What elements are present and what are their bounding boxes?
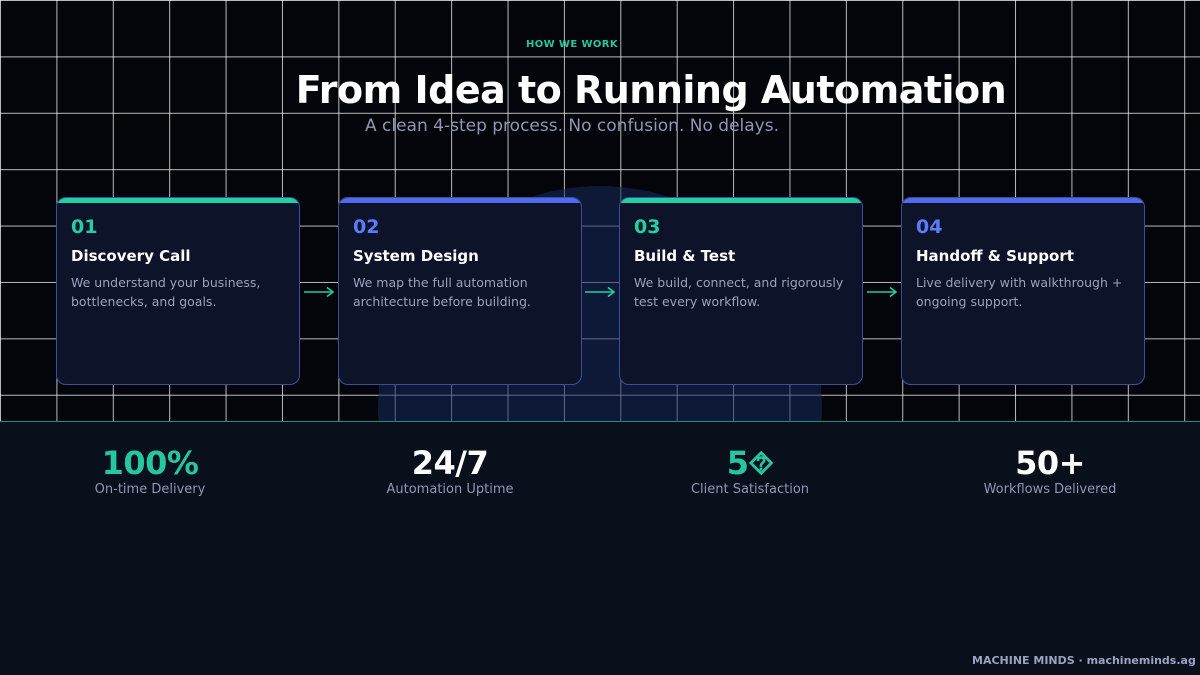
stat-label: Workflows Delivered	[983, 482, 1117, 497]
stat-automation-uptime: 24/7 Automation Uptime	[300, 444, 600, 497]
footer-brand: MACHINE MINDS	[972, 654, 1075, 667]
step-accent-bar	[57, 198, 299, 203]
page-title: From Idea to Running Automation	[295, 68, 1007, 112]
step-card-build: 03 Build & Test We build, connect, and r…	[619, 197, 863, 385]
step-description: We understand your business, bottlenecks…	[71, 275, 261, 309]
step-accent-bar	[339, 198, 581, 203]
stat-on-time-delivery: 100% On-time Delivery	[0, 444, 300, 497]
footer-site-link[interactable]: machineminds.ag	[1086, 654, 1196, 667]
stat-label: On-time Delivery	[94, 482, 206, 497]
eyebrow-label: HOW WE WORK	[525, 39, 619, 50]
step-number: 03	[634, 216, 661, 238]
arrow-right-icon	[585, 286, 616, 298]
step-description: We build, connect, and rigorously test e…	[634, 275, 844, 309]
step-number: 04	[916, 216, 943, 238]
step-description: Live delivery with walkthrough + ongoing…	[916, 275, 1123, 309]
step-title: Handoff & Support	[916, 247, 1074, 265]
stat-value: 50+	[1015, 444, 1085, 482]
stat-value: 5⯑	[726, 444, 774, 482]
step-card-discovery: 01 Discovery Call We understand your bus…	[56, 197, 300, 385]
step-number: 02	[353, 216, 380, 238]
stat-value: 100%	[101, 444, 199, 482]
page-subtitle: A clean 4-step process. No confusion. No…	[364, 116, 780, 136]
step-number: 01	[71, 216, 98, 238]
footer-brand-line: MACHINE MINDS · machineminds.ag	[972, 654, 1200, 667]
step-accent-bar	[620, 198, 862, 203]
step-title: Build & Test	[634, 247, 736, 265]
step-card-handoff: 04 Handoff & Support Live delivery with …	[901, 197, 1145, 385]
arrow-right-icon	[867, 286, 898, 298]
stat-workflows-delivered: 50+ Workflows Delivered	[900, 444, 1200, 497]
footer-separator: ·	[1078, 654, 1083, 667]
section-divider	[0, 421, 1200, 422]
stat-client-satisfaction: 5⯑ Client Satisfaction	[600, 444, 900, 497]
step-title: Discovery Call	[71, 247, 191, 265]
step-accent-bar	[902, 198, 1144, 203]
step-card-design: 02 System Design We map the full automat…	[338, 197, 582, 385]
step-title: System Design	[353, 247, 479, 265]
stat-value: 24/7	[411, 444, 489, 482]
stat-label: Client Satisfaction	[690, 482, 810, 497]
arrow-right-icon	[304, 286, 335, 298]
stat-label: Automation Uptime	[386, 482, 514, 497]
step-description: We map the full automation architecture …	[353, 275, 531, 309]
